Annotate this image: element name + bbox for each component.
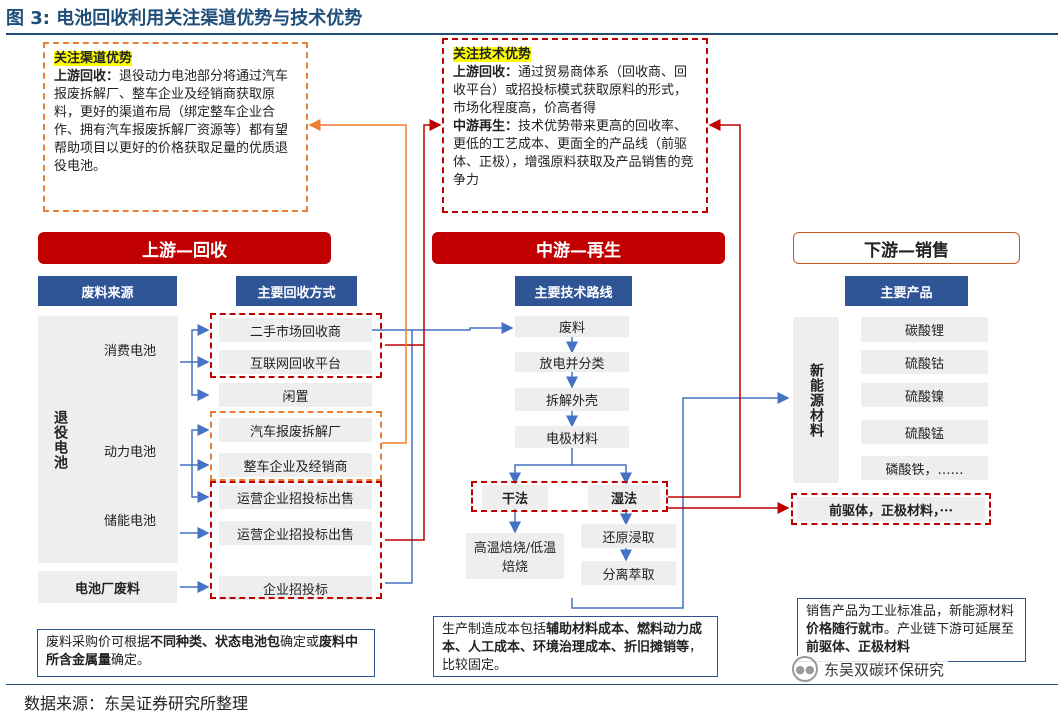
new-energy-material-text: 新能源材料 (808, 362, 824, 438)
cost-text-1: 生产制造成本包括 (442, 622, 547, 637)
channel-upstream-label: 上游回收： (54, 69, 120, 84)
tech-advantage-note: 关注技术优势 上游回收：通过贸易商体系（回收商、回收平台）或招投标模式获取原料的… (442, 38, 708, 213)
wet-process: 湿法 (588, 485, 660, 509)
recovery-method-header: 主要回收方式 (236, 276, 357, 306)
key-products-group (791, 493, 991, 525)
midstream-stage-bar: 中游—再生 (432, 232, 725, 264)
waste-price-text-3: 确定。 (111, 653, 151, 668)
product-manganese-sulfate: 硫酸锰 (861, 420, 988, 444)
battery-type-column: 消费电池 动力电池 储能电池 (82, 316, 178, 563)
electrode-material-step: 电极材料 (515, 426, 629, 448)
second-hand-recycler: 二手市场回收商 (219, 318, 372, 342)
channel-upstream-text: 退役动力电池部分将通过汽车报废拆解厂、整车企业及经销商获取原料，更好的渠道布局（… (54, 69, 289, 174)
idle: 闲置 (219, 383, 372, 407)
bottom-rule (6, 684, 1058, 685)
internet-recycling-platform: 互联网回收平台 (219, 350, 372, 374)
tech-advantage-heading: 关注技术优势 (453, 47, 532, 62)
upstream-stage-bar: 上游—回收 (38, 232, 331, 264)
new-energy-material-label: 新能源材料 (793, 317, 839, 483)
waste-source-header: 废料来源 (38, 276, 177, 306)
waste-price-bold-1: 不同种类、状态电池包 (150, 635, 281, 650)
reduction-leaching-step: 还原浸取 (581, 524, 676, 548)
separation-extraction-step: 分离萃取 (581, 561, 676, 585)
tender-channel-group (210, 481, 382, 599)
oem-channel-group (210, 411, 382, 481)
watermark: ●● 东吴双碳环保研究 (788, 656, 949, 682)
power-battery: 动力电池 (103, 445, 156, 460)
data-source: 数据来源：东吴证券研究所整理 (24, 694, 249, 713)
sale-bold-2: 前驱体、正极材料 (806, 640, 911, 655)
cost-bold: 辅助材料成本、燃料动力成本、人工成本、环境治理成本、折旧摊销等 (442, 622, 703, 655)
process-group (471, 481, 668, 512)
tech-midstream-text: 技术优势带来更高的回收率、更低的工艺成本、更面全的产品线（前驱体、正极），增强原… (453, 119, 694, 188)
sale-bold-1: 价格随行就市 (806, 622, 885, 637)
title-rule (6, 33, 1058, 35)
product-iron-phosphate: 磷酸铁，…… (861, 456, 988, 480)
dismantle-shell-step: 拆解外壳 (515, 388, 629, 411)
downstream-stage-bar: 下游—销售 (793, 232, 1020, 264)
cost-text-2: ，比较固定。 (442, 640, 703, 673)
waste-price-text-2: 确定或 (280, 635, 320, 650)
waste-price-bold-2: 废料中所含金属量 (46, 635, 359, 668)
waste-price-text-1: 废料采购价可根据 (46, 635, 151, 650)
product-cobalt-sulfate: 硫酸钴 (861, 350, 988, 374)
tech-route-header: 主要技术路线 (515, 276, 632, 306)
tech-midstream-label: 中游再生： (453, 119, 519, 134)
sale-text-1: 销售产品为工业标准品，新能源材料 (806, 604, 1015, 619)
channel-advantage-note: 关注渠道优势 上游回收：退役动力电池部分将通过汽车报废拆解厂、整车企业及经销商获… (43, 42, 308, 212)
retired-battery-label: 退役电池 (38, 316, 82, 563)
tech-upstream-label: 上游回收： (453, 65, 519, 80)
waste-step: 废料 (515, 316, 629, 337)
tech-upstream-text: 通过贸易商体系（回收商、回收平台）或招投标模式获取原料的形式，市场化程度高，价高… (453, 65, 688, 116)
operator-tender-sale-2: 运营企业招投标出售 (219, 521, 372, 545)
main-product-header: 主要产品 (845, 276, 968, 306)
factory-waste: 电池厂废料 (38, 571, 177, 603)
storage-battery: 储能电池 (103, 514, 156, 529)
product-lithium-carbonate: 碳酸锂 (861, 317, 988, 342)
figure-title: 图 3: 电池回收利用关注渠道优势与技术优势 (6, 8, 363, 29)
enterprise-tender: 企业招投标 (219, 576, 372, 600)
roasting-step: 高温焙烧/低温焙烧 (466, 533, 564, 579)
channel-advantage-heading: 关注渠道优势 (54, 51, 133, 66)
production-cost-note: 生产制造成本包括辅助材料成本、燃料动力成本、人工成本、环境治理成本、折旧摊销等，… (433, 616, 718, 677)
sale-text-2: 。产业链下游可延展至 (884, 622, 1015, 637)
vehicle-dismantling-plant: 汽车报废拆解厂 (219, 418, 372, 442)
sales-product-note: 销售产品为工业标准品，新能源材料价格随行就市。产业链下游可延展至前驱体、正极材料 (797, 598, 1026, 662)
watermark-text: 东吴双碳环保研究 (824, 660, 945, 679)
product-nickel-sulfate: 硫酸镍 (861, 383, 988, 407)
trader-channel-group (210, 313, 382, 378)
precursor-cathode-products: 前驱体，正极材料，··· (797, 497, 985, 521)
oem-and-dealers: 整车企业及经销商 (219, 453, 372, 477)
wechat-icon: ●● (792, 656, 818, 682)
consumer-battery: 消费电池 (103, 344, 156, 359)
retired-battery-text: 退役电池 (52, 409, 68, 470)
discharge-sort-step: 放电并分类 (515, 352, 629, 372)
dry-process: 干法 (482, 485, 548, 509)
operator-tender-sale-1: 运营企业招投标出售 (219, 485, 372, 509)
waste-price-note: 废料采购价可根据不同种类、状态电池包确定或废料中所含金属量确定。 (37, 629, 375, 677)
